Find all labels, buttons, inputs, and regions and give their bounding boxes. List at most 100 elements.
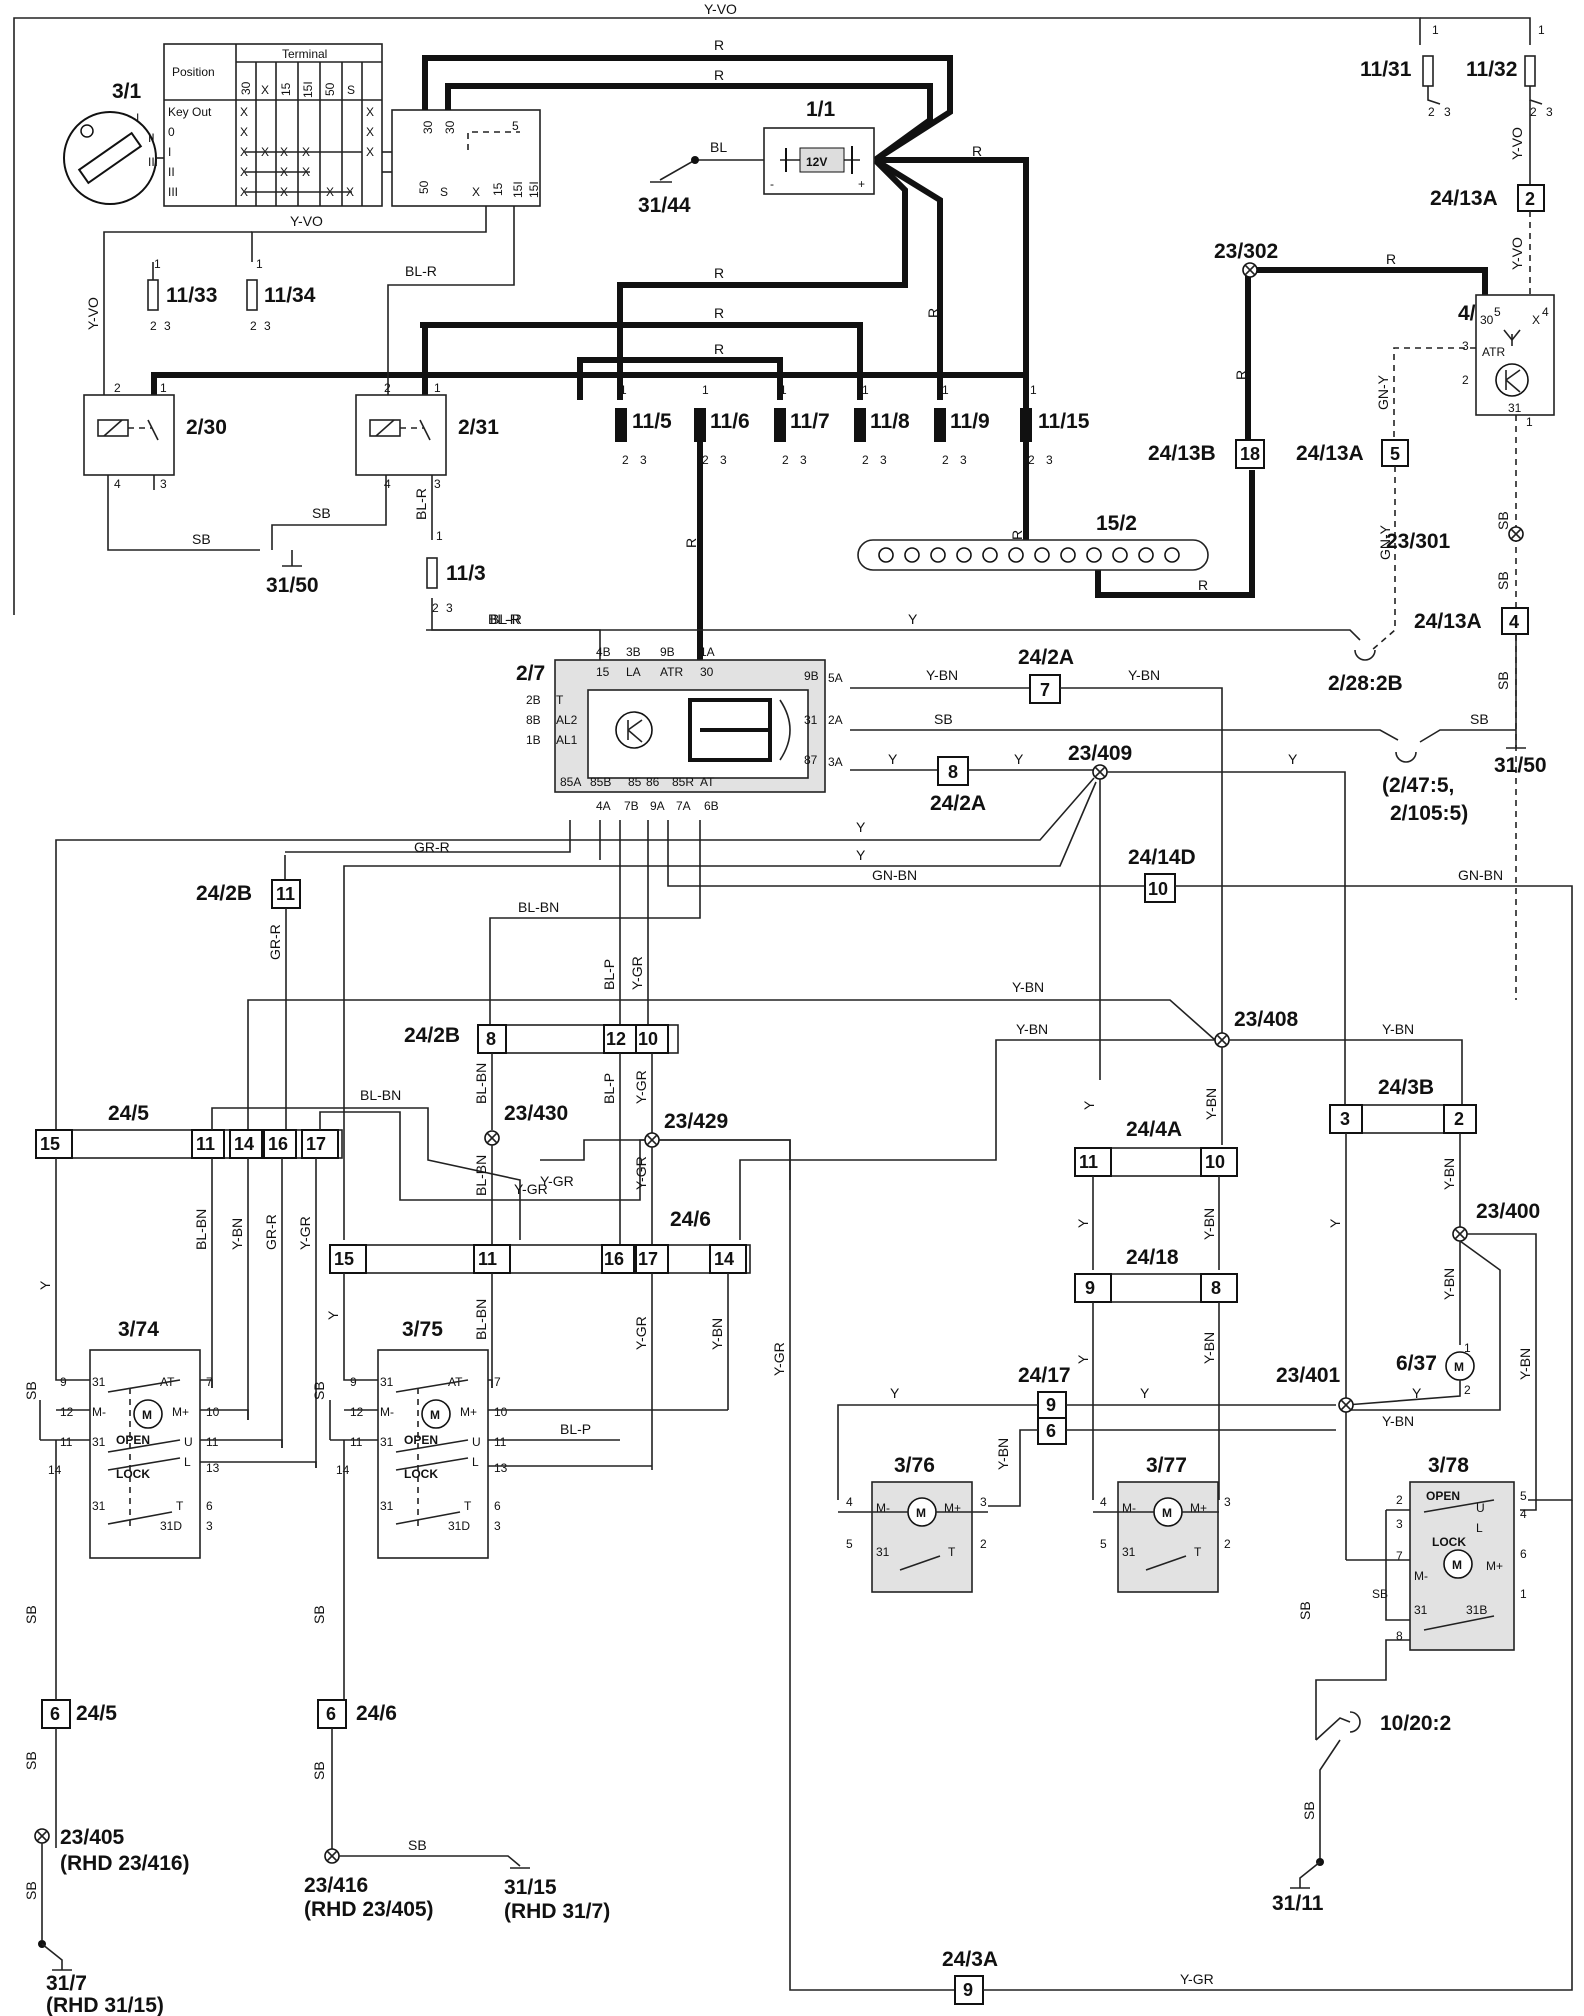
svg-text:1: 1 bbox=[1538, 23, 1545, 37]
svg-text:6: 6 bbox=[494, 1499, 501, 1513]
svg-text:M+: M+ bbox=[172, 1405, 189, 1419]
svg-text:23/408: 23/408 bbox=[1234, 1008, 1299, 1031]
svg-text:2: 2 bbox=[1462, 373, 1469, 387]
svg-text:31: 31 bbox=[876, 1545, 890, 1559]
svg-text:9: 9 bbox=[350, 1375, 357, 1389]
svg-text:7B: 7B bbox=[624, 799, 639, 813]
svg-text:31B: 31B bbox=[1466, 1603, 1487, 1617]
svg-text:Y-BN: Y-BN bbox=[1203, 1088, 1219, 1120]
svg-text:8B: 8B bbox=[526, 713, 541, 727]
connector-24-6-row: 24/6 15 11 16 17 14 bbox=[329, 1208, 751, 1274]
svg-text:1: 1 bbox=[780, 383, 787, 397]
svg-text:Y: Y bbox=[1014, 751, 1024, 767]
svg-text:R: R bbox=[714, 37, 724, 53]
door-unit-3-75: Y BL-BN Y-GR Y-BN 3/75 9 12 11 14 31 AT … bbox=[304, 1273, 729, 1923]
svg-text:31: 31 bbox=[1122, 1545, 1136, 1559]
svg-text:AL2: AL2 bbox=[556, 713, 578, 727]
svg-text:Y-GR: Y-GR bbox=[633, 1070, 649, 1104]
svg-text:SB: SB bbox=[23, 1881, 39, 1900]
svg-text:Y-BN: Y-BN bbox=[1201, 1332, 1217, 1364]
svg-text:R: R bbox=[1386, 251, 1396, 267]
svg-text:2: 2 bbox=[150, 319, 157, 333]
tailgate-branch: 24/3B 3 2 Y Y-BN 23/400 Y-BN Y-BN 6/37 M… bbox=[1276, 1076, 1540, 1560]
svg-text:14: 14 bbox=[336, 1463, 350, 1477]
svg-text:M-: M- bbox=[1122, 1501, 1136, 1515]
svg-text:13: 13 bbox=[206, 1461, 220, 1475]
svg-text:GR-R: GR-R bbox=[263, 1214, 279, 1250]
svg-text:BL-BN: BL-BN bbox=[473, 1299, 489, 1340]
svg-text:(RHD 31/7): (RHD 31/7) bbox=[504, 1900, 610, 1923]
svg-text:8: 8 bbox=[948, 762, 958, 782]
svg-text:1A: 1A bbox=[700, 645, 715, 659]
top-frame-wires: Y-VO bbox=[13, 1, 1531, 615]
svg-text:24/5: 24/5 bbox=[108, 1102, 149, 1125]
svg-text:R: R bbox=[714, 265, 724, 281]
svg-text:11/3: 11/3 bbox=[446, 562, 486, 585]
svg-text:24/13A: 24/13A bbox=[1414, 610, 1482, 633]
pos-key-out: Key Out bbox=[168, 105, 212, 119]
svg-text:2: 2 bbox=[622, 453, 629, 467]
svg-text:Y-BN: Y-BN bbox=[1441, 1158, 1457, 1190]
fuses-left: Y-VO Y-VO 1 2 3 11/33 1 2 3 11/34 BL-R bbox=[85, 206, 515, 395]
svg-text:7: 7 bbox=[1396, 1549, 1403, 1563]
svg-text:30: 30 bbox=[700, 665, 714, 679]
svg-text:Y-VO: Y-VO bbox=[290, 213, 323, 229]
svg-text:31: 31 bbox=[380, 1375, 394, 1389]
svg-text:11/32: 11/32 bbox=[1466, 58, 1517, 81]
svg-text:BL-P: BL-P bbox=[560, 1421, 591, 1437]
svg-text:6: 6 bbox=[50, 1704, 60, 1724]
svg-text:2: 2 bbox=[1428, 105, 1435, 119]
svg-text:SB: SB bbox=[1495, 511, 1511, 530]
svg-text:30: 30 bbox=[421, 120, 435, 134]
svg-text:1B: 1B bbox=[526, 733, 541, 747]
svg-text:3: 3 bbox=[980, 1495, 987, 1509]
svg-text:6: 6 bbox=[1520, 1547, 1527, 1561]
svg-text:13: 13 bbox=[494, 1461, 508, 1475]
svg-text:6B: 6B bbox=[704, 799, 719, 813]
svg-text:3: 3 bbox=[446, 601, 453, 615]
wire-label-y-vo-top: Y-VO bbox=[704, 1, 737, 17]
svg-text:2: 2 bbox=[1396, 1493, 1403, 1507]
svg-text:5: 5 bbox=[1100, 1537, 1107, 1551]
svg-text:U: U bbox=[472, 1435, 481, 1449]
svg-text:31/50: 31/50 bbox=[1494, 754, 1547, 777]
svg-text:11/33: 11/33 bbox=[166, 284, 217, 307]
svg-text:BL-R: BL-R bbox=[413, 488, 429, 520]
svg-text:BL-R: BL-R bbox=[405, 263, 437, 279]
svg-text:SB: SB bbox=[408, 1837, 427, 1853]
svg-text:6: 6 bbox=[326, 1704, 336, 1724]
svg-text:BL-BN: BL-BN bbox=[518, 899, 559, 915]
y-bn-bus: Y-BN 23/408 Y-BN Y-BN Y-BN Y bbox=[247, 979, 1463, 1240]
svg-text:1: 1 bbox=[160, 381, 167, 395]
svg-text:1: 1 bbox=[1526, 415, 1533, 429]
svg-text:R: R bbox=[1233, 370, 1249, 380]
motor-icon bbox=[133, 1399, 163, 1429]
svg-text:85B: 85B bbox=[590, 775, 611, 789]
svg-text:11: 11 bbox=[1079, 1152, 1098, 1172]
svg-text:R: R bbox=[714, 305, 724, 321]
svg-text:3: 3 bbox=[1546, 105, 1553, 119]
svg-text:GN-Y: GN-Y bbox=[1377, 524, 1393, 560]
svg-text:M-: M- bbox=[1414, 1569, 1428, 1583]
svg-text:M: M bbox=[142, 1408, 152, 1422]
svg-text:3/75: 3/75 bbox=[402, 1318, 443, 1341]
svg-text:2: 2 bbox=[942, 453, 949, 467]
svg-text:31: 31 bbox=[92, 1499, 106, 1513]
svg-text:15I: 15I bbox=[511, 181, 525, 198]
battery: 1/1 12V - + BL 31/44 bbox=[638, 98, 875, 217]
svg-text:X: X bbox=[366, 145, 374, 159]
svg-text:3: 3 bbox=[1462, 339, 1469, 353]
door-unit-3-76: 3/76 M M- M+ 31 T 4 3 5 2 bbox=[838, 1454, 988, 1593]
svg-text:3: 3 bbox=[494, 1519, 501, 1533]
svg-text:87: 87 bbox=[804, 753, 818, 767]
central-locking-module: 2/7 BL-R Y 4B 3B 9B 1A 15 LA ATR 30 2B 8… bbox=[426, 611, 1361, 813]
svg-text:2: 2 bbox=[250, 319, 257, 333]
svg-text:AL1: AL1 bbox=[556, 733, 578, 747]
svg-text:5: 5 bbox=[846, 1537, 853, 1551]
svg-text:3: 3 bbox=[264, 319, 271, 333]
svg-text:LOCK: LOCK bbox=[1432, 1535, 1466, 1549]
svg-text:14: 14 bbox=[234, 1134, 254, 1154]
